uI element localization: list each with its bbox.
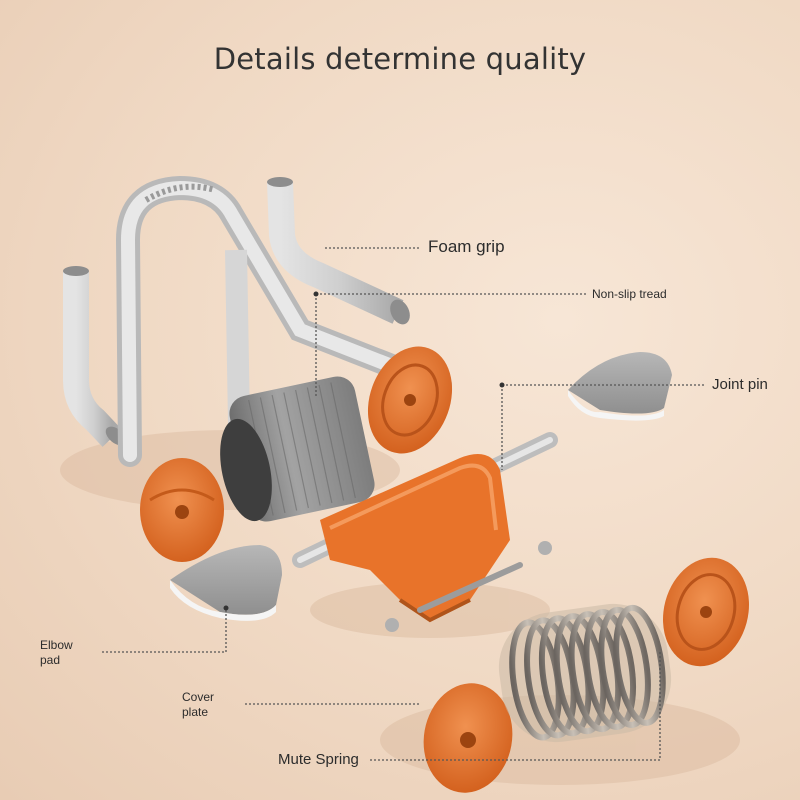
leader-mute-spring [370,650,661,761]
leader-dots [223,291,505,611]
right-grip-tube [267,177,410,325]
label-joint-pin: Joint pin [712,376,768,393]
wheel-top-right [367,346,453,454]
label-foam-grip: Foam grip [428,237,505,256]
pad-top-right [568,352,672,421]
handle-frame [115,175,452,481]
label-cover-plate-line1: Cover [182,690,215,704]
wheel-bottom [423,683,513,793]
mute-spring [498,603,672,743]
orange-frame-with-axle [292,432,558,632]
leader-lines [102,247,706,761]
foam-roller [220,376,375,522]
leader-elbow-pad [102,608,227,653]
wheel-bottom-right [663,557,749,667]
pad-left [170,545,282,621]
page-title: Details determine quality [213,42,587,76]
label-elbow-pad-line1: Elbow [40,638,73,652]
label-cover-plate: Cover plate [182,690,242,720]
label-elbow-pad-line2: pad [40,653,61,667]
label-non-slip-tread: Non-slip tread [592,287,667,301]
label-cover-plate-line2: plate [182,705,209,719]
label-elbow-pad: Elbow pad [40,638,100,668]
label-mute-spring: Mute Spring [278,751,359,768]
wheel-left [140,458,224,562]
